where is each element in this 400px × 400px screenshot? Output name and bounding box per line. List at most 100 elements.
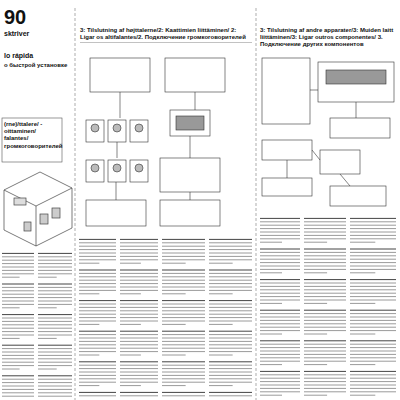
text-line — [260, 323, 300, 324]
text-line — [2, 328, 34, 329]
text-line — [260, 272, 282, 273]
text-line — [120, 382, 158, 383]
text-line — [79, 378, 116, 379]
text-line — [38, 345, 72, 346]
text-line — [209, 331, 252, 332]
text-line — [260, 388, 300, 389]
text-line — [2, 270, 34, 271]
text-line — [260, 235, 300, 236]
text-line — [350, 361, 396, 362]
text-line — [350, 269, 396, 270]
text-line — [162, 334, 205, 335]
text-line — [2, 365, 34, 366]
text-line — [120, 242, 158, 243]
text-line — [162, 273, 205, 274]
text-line — [209, 307, 252, 308]
text-line — [79, 338, 116, 339]
text-line — [162, 361, 205, 362]
text-line — [260, 361, 300, 362]
text-line — [350, 374, 396, 375]
text-line — [38, 287, 72, 288]
text-line — [38, 338, 57, 339]
text-line — [304, 235, 346, 236]
text-line — [209, 361, 252, 362]
text-line — [2, 304, 34, 305]
text-line — [350, 347, 396, 348]
text-line — [79, 270, 116, 271]
text-line — [350, 262, 396, 263]
section-box — [2, 118, 62, 162]
text-line — [120, 300, 158, 301]
text-line — [79, 341, 116, 342]
text-line — [162, 385, 186, 386]
text-line — [304, 310, 346, 311]
text-line — [2, 273, 34, 274]
text-lines — [2, 218, 396, 396]
text-line — [260, 327, 300, 328]
text-line — [79, 331, 116, 332]
text-line — [260, 354, 300, 355]
text-line — [304, 289, 346, 290]
title-text: о быстрой установке — [4, 62, 67, 69]
text-line — [304, 357, 346, 358]
text-line — [162, 246, 205, 247]
text-line — [260, 262, 300, 263]
text-line — [209, 344, 252, 345]
text-line — [304, 286, 346, 287]
section-heading: 3: Tilslutning af andre apparater/3: Mui… — [260, 27, 398, 49]
text-line — [350, 300, 396, 301]
text-line — [120, 293, 141, 294]
text-line — [304, 361, 346, 362]
text-line — [209, 293, 233, 294]
text-line — [260, 391, 300, 392]
text-line — [350, 249, 396, 250]
text-line — [304, 330, 346, 331]
text-line — [260, 347, 300, 348]
text-line — [350, 378, 396, 379]
text-line — [162, 310, 205, 311]
text-line — [260, 238, 300, 239]
text-line — [209, 290, 252, 291]
text-line — [2, 277, 20, 278]
text-line — [120, 344, 158, 345]
text-line — [120, 368, 158, 369]
text-line — [350, 235, 396, 236]
section-heading: 3: Tilslutning af højttalerne/2: Kaattim… — [80, 27, 252, 42]
text-line — [350, 242, 375, 243]
text-line — [350, 334, 375, 335]
text-line — [304, 228, 346, 229]
text-line — [162, 256, 205, 257]
text-line — [304, 269, 346, 270]
text-line — [120, 341, 158, 342]
text-line — [209, 338, 252, 339]
text-line — [350, 289, 396, 290]
text-line — [260, 279, 300, 280]
text-line — [260, 255, 300, 256]
text-line — [79, 310, 116, 311]
text-line — [162, 290, 205, 291]
title-text: sktriver — [4, 30, 29, 38]
text-line — [162, 348, 205, 349]
text-line — [120, 365, 158, 366]
text-line — [304, 327, 346, 328]
text-line — [350, 381, 396, 382]
text-line — [209, 382, 252, 383]
text-line — [79, 307, 116, 308]
text-line — [304, 252, 346, 253]
text-line — [120, 392, 158, 393]
text-line — [38, 348, 72, 349]
text-line — [79, 246, 116, 247]
text-line — [350, 266, 396, 267]
text-line — [304, 371, 346, 372]
text-line — [209, 253, 252, 254]
text-line — [162, 276, 205, 277]
text-line — [2, 260, 34, 261]
text-line — [120, 351, 158, 352]
text-line — [350, 371, 396, 372]
text-line — [304, 354, 346, 355]
room-illustration — [4, 172, 72, 246]
text-line — [304, 242, 327, 243]
text-line — [79, 249, 116, 250]
text-line — [79, 283, 116, 284]
